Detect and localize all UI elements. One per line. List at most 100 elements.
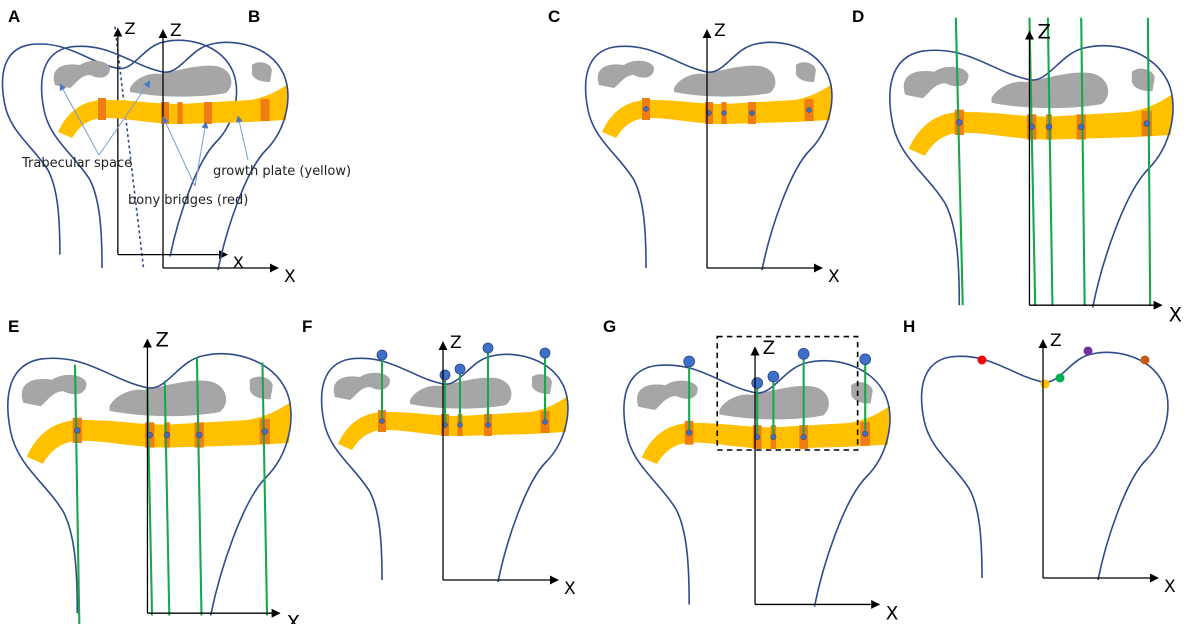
x-axis-label: X: [1164, 577, 1176, 597]
bridge-center-point: [74, 427, 81, 434]
bony-bridge: [98, 98, 106, 120]
panel-c: CZX: [548, 7, 840, 287]
surface-point: [454, 363, 466, 375]
trajectory-line: [1146, 17, 1152, 306]
annotation-arrow: [98, 80, 151, 156]
annotation-arrow: [162, 116, 196, 187]
x-axis-label: X: [564, 579, 576, 599]
trajectory-line: [1080, 17, 1086, 306]
annotation-arrow: [194, 121, 209, 187]
panel-label: G: [603, 317, 616, 336]
trabecular-space: [903, 66, 969, 99]
surface-point-colored: [1140, 355, 1150, 365]
trabecular-space: [532, 374, 552, 394]
x-axis-label: X: [233, 253, 244, 272]
bony-bridge: [260, 99, 270, 121]
bridge-center-point: [800, 434, 807, 441]
panel-label: E: [8, 317, 19, 336]
bridge-center-point: [1143, 120, 1150, 127]
x-axis-label: X: [284, 267, 296, 287]
surface-point: [683, 355, 695, 368]
bridge-center-point: [542, 419, 548, 425]
bridge-center-point: [457, 422, 463, 428]
x-axis-label: X: [1169, 303, 1182, 326]
surface-point: [797, 348, 810, 360]
bone-diagram: ZX: [7, 328, 300, 624]
panel-f: FZX: [302, 317, 576, 599]
surface-point: [859, 353, 872, 366]
trabecular-space: [851, 382, 873, 404]
zoom-region-box: [716, 335, 859, 451]
bridge-center-point: [770, 434, 777, 441]
growth-plate: [641, 405, 891, 465]
panel-e: EZX: [7, 317, 300, 624]
z-axis-label: Z: [450, 333, 462, 353]
panel-label: H: [903, 317, 915, 336]
trabecular-space: [637, 380, 698, 411]
trajectory-line: [954, 17, 964, 306]
bridge-center-point: [163, 431, 171, 439]
trabecular-space: [252, 62, 272, 82]
bridge-center-point: [261, 428, 268, 435]
bony-bridge: [177, 102, 183, 124]
panel-a: AZX: [1, 7, 244, 272]
x-axis-label: X: [287, 611, 300, 624]
panel-label: F: [302, 317, 312, 336]
z-axis-label: Z: [156, 328, 169, 351]
z-axis-label: Z: [1038, 20, 1051, 43]
panel-label: C: [548, 7, 560, 26]
bony-bridge: [161, 102, 169, 124]
surface-point-colored: [977, 355, 987, 365]
trabecular-space: [796, 62, 816, 82]
z-axis-label: Z: [125, 19, 136, 38]
trajectory-line: [146, 387, 154, 616]
bone-diagram: ZX: [584, 21, 840, 287]
surface-point-colored: [1083, 346, 1093, 356]
surface-point: [439, 369, 451, 381]
trabecular-space: [674, 65, 776, 97]
surface-point: [751, 377, 764, 389]
trabecular-space: [21, 374, 87, 407]
bone-diagram: ZX: [889, 17, 1182, 326]
surface-point: [767, 370, 780, 383]
bridge-center-point: [862, 430, 869, 437]
bridge-center-point: [749, 110, 755, 116]
tilted-axis-dashed: [114, 26, 145, 268]
trajectory-line: [1028, 17, 1037, 306]
bone-diagram: ZX: [623, 335, 898, 624]
panel-g: G ZX: [603, 317, 898, 624]
surface-point: [376, 349, 388, 361]
bone-diagram: ZX: [320, 333, 576, 599]
panel-d: DZX: [852, 7, 1182, 326]
surface-point-colored: [1055, 373, 1065, 383]
bridge-center-point: [686, 429, 693, 436]
bony-bridges-label: bony bridges (red): [128, 193, 248, 208]
bridge-center-point: [1078, 123, 1085, 131]
bridge-center-point: [806, 107, 812, 113]
annotation-arrow: [235, 115, 249, 161]
panel-h: HZX: [903, 317, 1176, 597]
trajectory-line: [163, 380, 171, 616]
z-axis-label: Z: [763, 338, 776, 359]
surface-point: [482, 342, 494, 354]
trajectory-line: [195, 356, 203, 616]
growth-plate-label: growth plate (yellow): [213, 164, 351, 179]
trabecular-space: [109, 380, 227, 417]
annotation-arrow: [59, 83, 100, 156]
trabecular-space: [333, 372, 390, 400]
surface-point: [539, 347, 551, 359]
bridge-center-point: [196, 431, 203, 439]
growth-plate: [58, 84, 288, 138]
z-axis-label: Z: [714, 21, 726, 41]
x-axis-label: X: [828, 267, 840, 287]
growth-plate: [602, 84, 832, 138]
z-axis-label: Z: [170, 21, 182, 41]
panel-label: A: [8, 7, 20, 26]
trajectory-line: [261, 362, 269, 616]
trabecular-space: [53, 60, 110, 88]
bone-diagram: ZX: [1, 19, 244, 272]
